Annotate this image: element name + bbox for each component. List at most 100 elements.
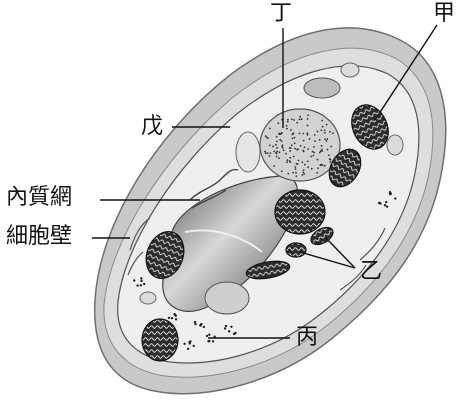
nucleus-granule — [294, 142, 296, 144]
nucleus-granule — [283, 149, 285, 151]
nucleus-granule — [287, 173, 289, 175]
mitochondrion — [387, 135, 403, 155]
nucleus-granule — [326, 138, 328, 140]
nucleus-granule — [327, 149, 329, 151]
nucleus-granule — [326, 124, 328, 126]
ribosome-dot — [133, 279, 135, 281]
nucleus-granule — [294, 148, 296, 150]
ribosome-dot — [175, 318, 177, 320]
nucleus-granule — [309, 138, 311, 140]
ribosome-dot — [189, 342, 191, 344]
nucleus-granule — [294, 137, 296, 139]
nucleus-granule — [317, 159, 319, 161]
ribosome-dot — [171, 317, 173, 319]
nucleus-granule — [307, 134, 309, 136]
nucleus-granule — [270, 152, 272, 154]
nucleus-granule — [303, 173, 305, 175]
label-bing: 丙 — [296, 327, 318, 349]
ribosome-dot — [212, 340, 214, 342]
label-wu: 戊 — [141, 116, 163, 138]
nucleus-granule — [276, 151, 278, 153]
nucleus-granule — [276, 153, 278, 155]
nucleus-granule — [286, 159, 288, 161]
nucleus-granule — [272, 146, 274, 148]
nucleus-granule — [293, 132, 295, 134]
ribosome-dot — [193, 345, 195, 347]
nucleus-granule — [303, 169, 305, 171]
nucleus-granule — [321, 148, 323, 150]
label-cell-wall: 細胞壁 — [6, 226, 72, 248]
nucleus-granule — [281, 170, 283, 172]
nucleus-granule — [317, 167, 319, 169]
label-yi: 乙 — [360, 261, 382, 283]
ribosome-dot — [384, 204, 386, 206]
nucleus-granule — [299, 116, 301, 118]
nucleus-granule — [307, 148, 309, 150]
mitochondrion — [205, 282, 249, 314]
nucleus-granule — [332, 132, 334, 134]
nucleus-granule — [320, 129, 322, 131]
ribosome-dot — [203, 326, 205, 328]
nucleus-granule — [292, 172, 294, 174]
nucleus-granule — [306, 132, 308, 134]
nucleus-granule — [326, 140, 328, 142]
nucleus-granule — [301, 118, 303, 120]
nucleus-granule — [269, 155, 271, 157]
nucleus-granule — [299, 118, 301, 120]
ribosome-dot — [168, 317, 170, 319]
nucleus-granule — [286, 125, 288, 127]
nucleus-granule — [324, 129, 326, 131]
nucleus-granule — [304, 146, 306, 148]
nucleus-granule — [285, 153, 287, 155]
ribosome-dot — [224, 327, 226, 329]
nucleus-granule — [278, 157, 280, 159]
nucleus-granule — [314, 140, 316, 142]
nucleus-granule — [277, 122, 279, 124]
nucleus-granule — [269, 144, 271, 146]
ribosome-dot — [136, 284, 138, 286]
nucleus-granule — [273, 165, 275, 167]
ribosome-dot — [394, 197, 396, 199]
nucleus-granule — [324, 132, 326, 134]
nucleus-granule — [276, 140, 278, 142]
nucleus-granule — [289, 160, 291, 162]
nucleus-granule — [264, 151, 266, 153]
nucleus-granule — [279, 151, 281, 153]
ribosome-dot — [230, 326, 232, 328]
nucleus-granule — [281, 140, 283, 142]
nucleus-granule — [296, 122, 298, 124]
ribosome-dot — [233, 333, 235, 335]
nucleus-granule — [281, 146, 283, 148]
organelle-top-2 — [341, 63, 359, 77]
chloroplast-yi — [286, 243, 306, 257]
nucleus-granule — [289, 157, 291, 159]
nucleus-granule — [296, 163, 298, 165]
nucleus-granule — [286, 128, 288, 130]
nucleus-granule — [302, 133, 304, 135]
nucleus-granule — [286, 161, 288, 163]
nucleus-granule — [314, 134, 316, 136]
nucleus-granule — [269, 128, 271, 130]
nucleus-granule — [321, 120, 323, 122]
nucleus-granule — [281, 132, 283, 134]
nucleus-granule — [275, 144, 277, 146]
ribosome-dot — [140, 277, 142, 279]
nucleus-granule — [265, 135, 267, 137]
nucleus-granule — [276, 156, 278, 158]
nucleus-granule — [329, 158, 331, 160]
nucleus-granule — [290, 147, 292, 149]
nucleus-granule — [278, 133, 280, 135]
nucleus-granule — [276, 136, 278, 138]
nucleus-granule — [319, 139, 321, 141]
ribosome-dot — [225, 325, 227, 327]
nucleus-granule — [302, 171, 304, 173]
golgi-vesicle — [236, 132, 260, 172]
ribosome-dot — [187, 348, 189, 350]
nucleus-granule — [329, 131, 331, 133]
ribosome-dot — [140, 280, 142, 282]
nucleus-granule — [302, 174, 304, 176]
label-ding: 丁 — [270, 3, 292, 25]
ribosome-dot — [143, 283, 145, 285]
nucleus-granule — [324, 165, 326, 167]
